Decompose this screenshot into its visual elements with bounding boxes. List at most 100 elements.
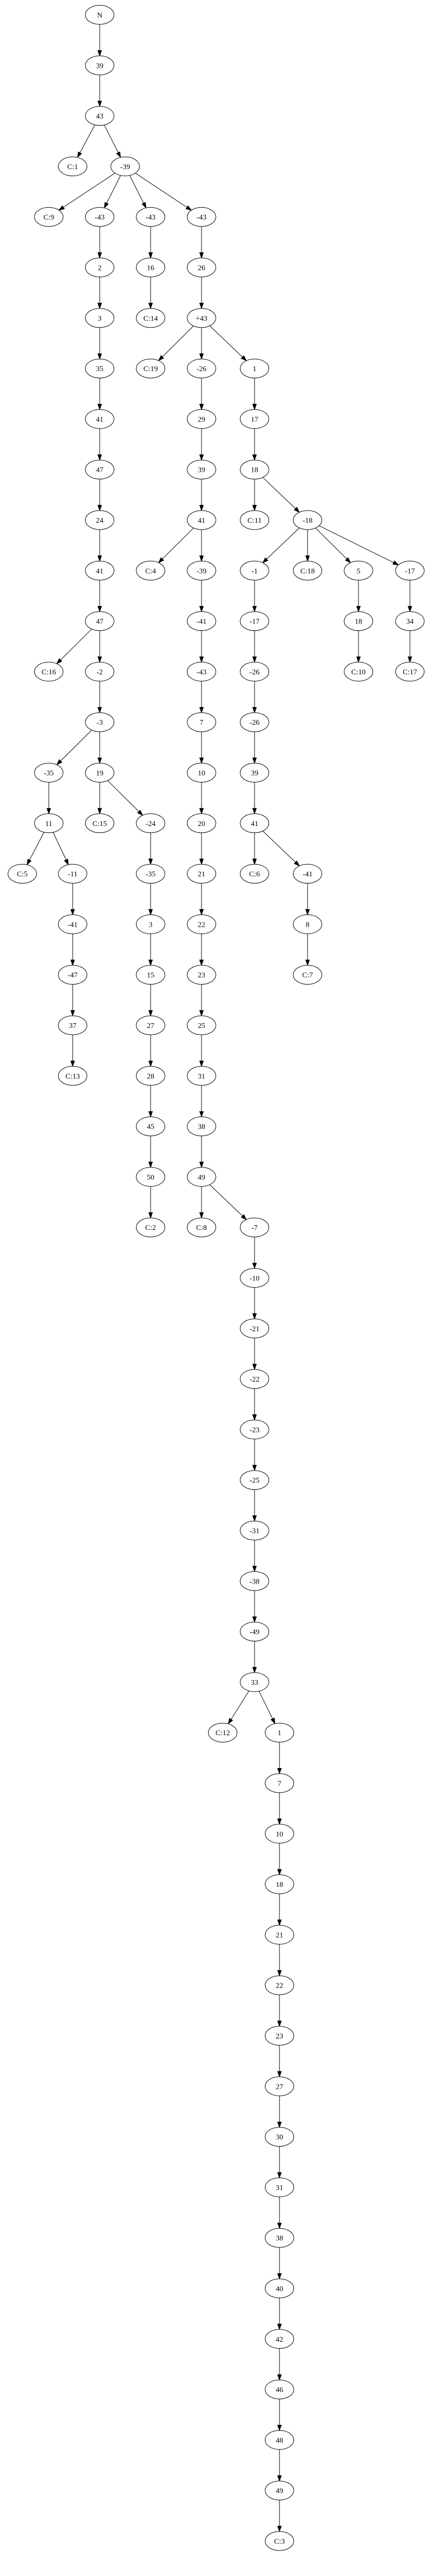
- edge-n107-n108: [277, 2298, 282, 2331]
- node-label: 27: [276, 2083, 283, 2091]
- edge-n28-n32: [262, 527, 300, 564]
- node-ellipse: [136, 308, 165, 328]
- edge-n67-n71: [199, 934, 204, 966]
- node-n104: 30: [265, 2127, 294, 2147]
- node-label: 27: [147, 1022, 154, 1030]
- node-label: N: [97, 12, 102, 20]
- node-ellipse: [187, 1015, 216, 1035]
- edge-n94-n95: [227, 1691, 249, 1725]
- arrowhead: [252, 403, 257, 410]
- edge-n100-n101: [277, 1944, 282, 1977]
- node-label: 18: [276, 1881, 283, 1889]
- arrowhead: [97, 758, 102, 764]
- node-ellipse: [187, 914, 216, 934]
- node-n24: 18: [240, 460, 269, 480]
- arrowhead: [277, 1818, 282, 1825]
- node-label: 43: [96, 113, 103, 121]
- arrowhead: [97, 252, 102, 259]
- node-ellipse: [265, 2481, 294, 2501]
- node-n34: 5: [344, 560, 373, 581]
- node-n90: -25: [240, 1470, 269, 1490]
- node-ellipse: [85, 207, 115, 227]
- edge-n64-n68: [305, 883, 310, 916]
- node-n74: 27: [136, 1015, 165, 1035]
- edge-n57-n62: [199, 832, 204, 865]
- edge-n39-n45: [356, 630, 361, 663]
- node-ellipse: [136, 914, 165, 934]
- node-n42: -2: [85, 662, 115, 682]
- arrowhead: [137, 810, 144, 816]
- node-n100: 21: [265, 1924, 294, 1945]
- edge-n56-n61: [148, 832, 153, 865]
- node-label: 39: [198, 467, 205, 474]
- edge-n28-n34: [315, 527, 352, 564]
- edge-n50-n54: [46, 782, 51, 815]
- edge-n48-n52: [199, 732, 204, 764]
- node-ellipse: [395, 611, 425, 631]
- node-ellipse: [136, 1066, 165, 1086]
- edge-n88-n89: [252, 1388, 257, 1421]
- node-n70: 15: [136, 965, 165, 985]
- arrowhead: [252, 858, 257, 865]
- node-label: C:3: [274, 2538, 285, 2546]
- node-label: -24: [146, 820, 156, 828]
- node-n47: -3: [85, 712, 115, 732]
- edge-n70-n74: [148, 984, 153, 1017]
- node-ellipse: [293, 965, 322, 985]
- node-ellipse: [187, 813, 216, 833]
- node-ellipse: [240, 1470, 269, 1490]
- node-label: 7: [278, 1780, 282, 1788]
- arrowhead: [277, 2071, 282, 2078]
- edge-n31-n37: [199, 580, 204, 613]
- edge-n82-n85: [209, 1184, 247, 1220]
- edge-n79-n81: [148, 1136, 153, 1168]
- arrowhead: [407, 606, 413, 613]
- arrowhead: [46, 808, 51, 815]
- node-label: -38: [250, 1578, 260, 1586]
- arrowhead: [157, 355, 164, 362]
- arrowhead: [252, 1364, 257, 1370]
- arrowhead: [356, 606, 361, 613]
- node-ellipse: [240, 864, 269, 884]
- node-n2: 43: [85, 106, 115, 126]
- arrowhead: [148, 960, 153, 966]
- node-label: 24: [96, 517, 103, 525]
- node-label: 49: [198, 1174, 205, 1182]
- node-label: 41: [251, 820, 258, 828]
- node-n106: 38: [265, 2228, 294, 2248]
- edge-n73-n76: [70, 1035, 75, 1067]
- arrowhead: [227, 1718, 233, 1725]
- node-label: -3: [97, 719, 103, 727]
- edge-n51-n56: [107, 780, 144, 816]
- node-ellipse: [240, 1571, 269, 1591]
- edge-line: [266, 527, 300, 560]
- node-ellipse: [240, 1268, 269, 1288]
- node-ellipse: [344, 662, 373, 682]
- node-ellipse: [136, 560, 165, 581]
- arrowhead: [241, 1214, 247, 1220]
- node-n95: C:12: [208, 1722, 238, 1743]
- node-n28: -18: [293, 510, 322, 530]
- node-n111: 49: [265, 2481, 294, 2501]
- arrowhead: [407, 656, 413, 663]
- node-label: -26: [197, 365, 207, 373]
- node-ellipse: [58, 1066, 87, 1086]
- node-n52: 10: [187, 763, 216, 783]
- node-ellipse: [208, 1722, 238, 1743]
- node-ellipse: [240, 560, 269, 581]
- edge-line: [80, 125, 95, 153]
- edge-n43-n48: [199, 681, 204, 714]
- node-ellipse: [265, 1824, 294, 1844]
- edge-n96-n97: [277, 1742, 282, 1775]
- arrowhead: [199, 1060, 204, 1067]
- arrowhead: [277, 1919, 282, 1926]
- node-label: -43: [146, 214, 156, 222]
- node-n87: -21: [240, 1318, 269, 1339]
- node-label: 50: [147, 1174, 154, 1182]
- arrowhead: [148, 1212, 153, 1219]
- edges-layer: [27, 24, 413, 2533]
- node-label: -21: [250, 1325, 260, 1333]
- node-n63: C:6: [240, 864, 269, 884]
- edge-n91-n92: [252, 1540, 257, 1572]
- edge-n103-n104: [277, 2096, 282, 2129]
